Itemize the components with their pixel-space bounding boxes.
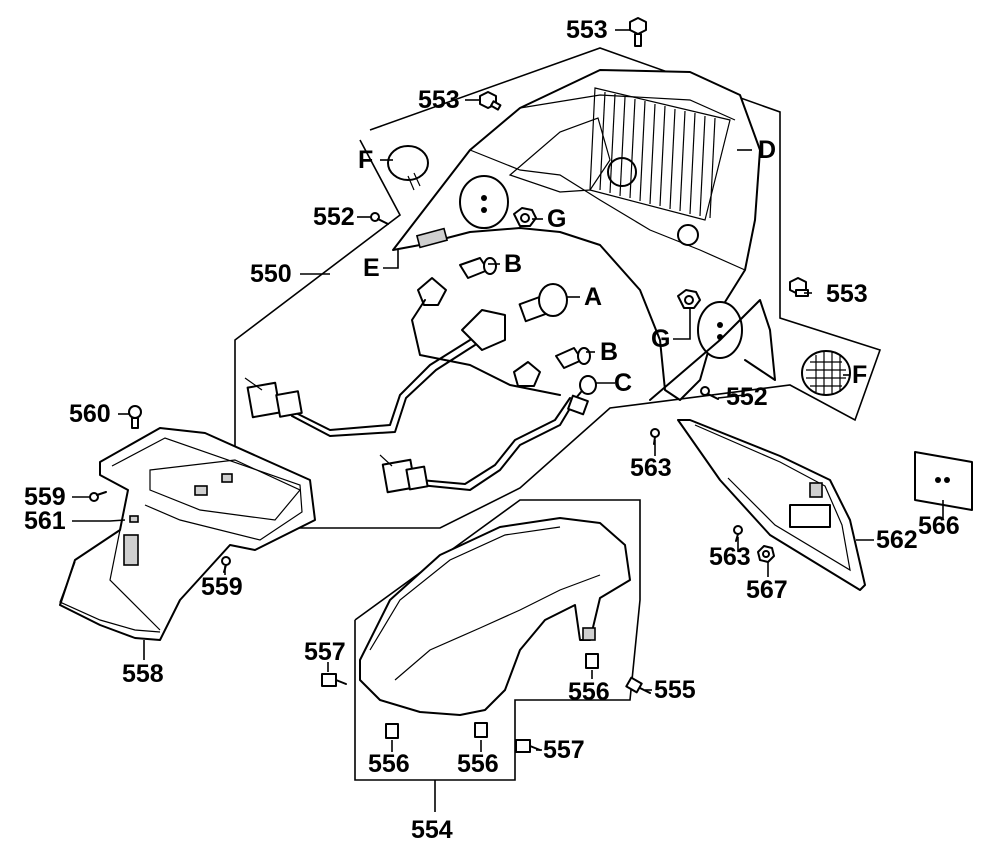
- label-d: D: [758, 136, 777, 164]
- assembly-554-boundary: [354, 499, 641, 781]
- screw-553-top: [629, 17, 647, 47]
- screw-553-mid: [479, 91, 502, 111]
- label-556-c: 556: [568, 678, 610, 706]
- bulb-a: [518, 283, 568, 323]
- label-e: E: [363, 254, 380, 282]
- label-g-lower: G: [651, 325, 671, 353]
- label-555: 555: [654, 676, 696, 704]
- screw-563-lower: [733, 525, 743, 542]
- clip-556-a: [385, 723, 399, 739]
- label-556-b: 556: [457, 750, 499, 778]
- reflector-cap-f-left: [387, 145, 429, 191]
- label-553-mid: 553: [418, 86, 460, 114]
- label-562: 562: [876, 526, 918, 554]
- label-550: 550: [250, 260, 292, 288]
- label-566: 566: [918, 512, 960, 540]
- label-b-upper: B: [504, 250, 523, 278]
- grille-fins: [589, 87, 731, 221]
- label-553-top: 553: [566, 16, 608, 44]
- label-c: C: [614, 369, 633, 397]
- screw-552-upper: [370, 212, 389, 225]
- clip-556-c: [585, 653, 599, 669]
- label-561: 561: [24, 507, 66, 535]
- label-563-lower: 563: [709, 543, 751, 571]
- label-567: 567: [746, 576, 788, 604]
- label-563-upper: 563: [630, 454, 672, 482]
- label-552-upper: 552: [313, 203, 355, 231]
- leader-lines: [72, 29, 944, 812]
- label-f-right: F: [852, 361, 868, 389]
- label-g-upper: G: [547, 205, 567, 233]
- screw-560: [128, 405, 142, 429]
- label-f-left: F: [358, 146, 374, 174]
- label-559-left: 559: [24, 483, 66, 511]
- screw-552-lower: [700, 386, 719, 400]
- screw-559-left: [89, 491, 107, 502]
- label-553-right: 553: [826, 280, 868, 308]
- label-a: A: [584, 283, 603, 311]
- reflector-plate-566: [914, 451, 973, 511]
- clip-556-b: [474, 722, 488, 738]
- side-reflector-right: [697, 301, 743, 359]
- label-557-lower: 557: [543, 736, 585, 764]
- label-b-lower: B: [600, 338, 619, 366]
- tail-light-housing: [392, 69, 776, 401]
- nut-567: [757, 545, 775, 563]
- label-556-a: 556: [368, 750, 410, 778]
- label-557-upper: 557: [304, 638, 346, 666]
- assembly-550-boundary: [234, 47, 882, 529]
- label-560: 560: [69, 400, 111, 428]
- nut-g-upper: [513, 207, 537, 227]
- label-554: 554: [411, 816, 453, 844]
- label-558: 558: [122, 660, 164, 688]
- bulb-sockets: [417, 277, 541, 387]
- nut-g-lower: [677, 289, 701, 309]
- bolt-557-upper: [321, 673, 347, 687]
- screw-559-right: [221, 556, 231, 573]
- label-559-right: 559: [201, 573, 243, 601]
- bulb-c: [575, 375, 597, 399]
- under-tray-558: [59, 427, 316, 641]
- reflector-cap-f-right: [801, 350, 851, 396]
- bulb-b-lower: [555, 347, 591, 369]
- license-bracket-562: [677, 419, 866, 591]
- wiring-harness: [244, 299, 589, 494]
- bulb-b-upper: [459, 257, 497, 279]
- rear-fender-554: [359, 517, 631, 716]
- label-552-lower: 552: [726, 383, 768, 411]
- side-reflector-left: [459, 175, 509, 229]
